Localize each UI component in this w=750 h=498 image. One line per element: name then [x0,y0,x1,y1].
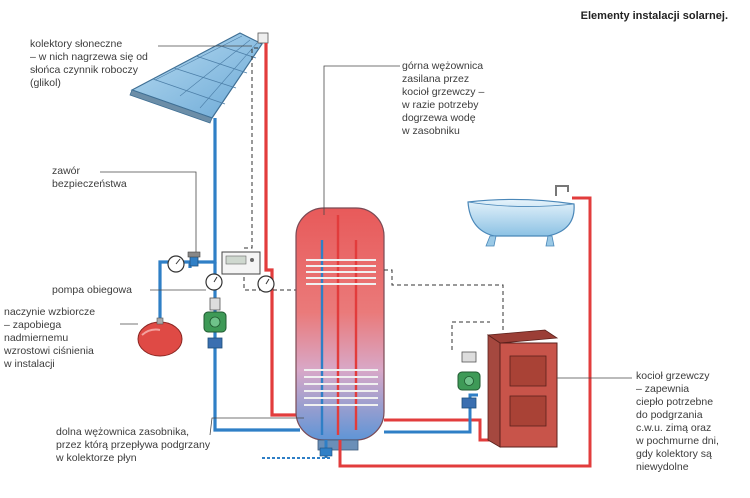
diagram-title: Elementy instalacji solarnej. [580,10,728,22]
label-safety-valve: zawór bezpieczeństwa [52,165,127,190]
circulation-pump [203,297,227,349]
label-lower-coil: dolna wężownica zasobnika, przez którą p… [56,426,211,464]
pressure-gauges [167,255,275,293]
label-pump: pompa obiegowa [52,284,132,296]
solar-controller [221,251,261,275]
boiler-pump [457,351,481,409]
boiler-control-cable [384,269,504,350]
label-boiler: kocioł grzewczy – zapewnia ciepło potrze… [636,370,719,473]
lower-coil [304,369,378,406]
safety-valve [187,251,201,267]
heating-boiler [486,329,559,448]
cold-water-inlet [262,440,333,459]
label-expansion-vessel: naczynie wzbiorcze – zapobiega nadmierne… [4,306,96,370]
label-upper-coil: górna wężownica zasilana przez kocioł gr… [402,60,485,137]
leader-lines [100,45,632,436]
upper-coil [306,259,376,285]
bathtub [467,185,575,247]
sensor-cable [243,47,296,291]
storage-tank [295,207,385,451]
solar-collector [129,32,269,124]
label-collectors: kolektory słoneczne – w nich nagrzewa si… [30,38,148,89]
expansion-vessel [137,317,183,357]
boiler-loop-pipes [338,196,592,468]
